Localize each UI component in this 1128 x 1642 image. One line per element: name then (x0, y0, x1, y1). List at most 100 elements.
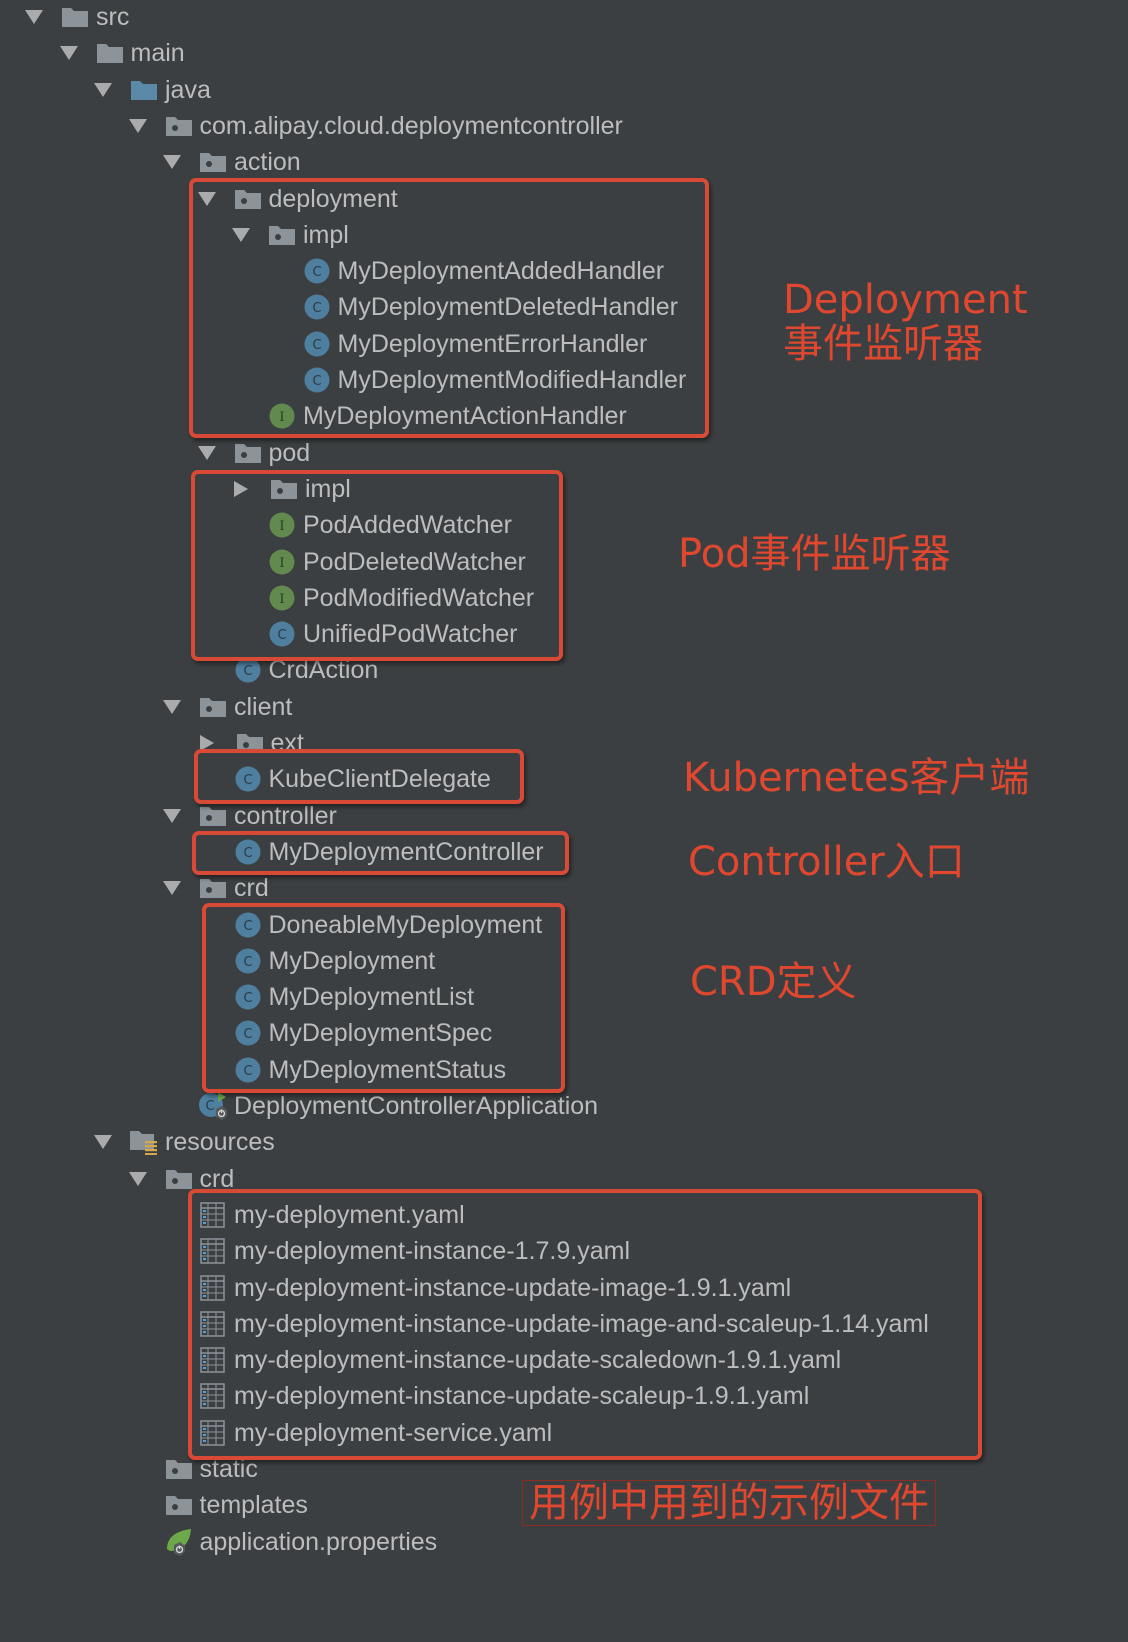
tree-item-label: resources (165, 1128, 275, 1157)
highlight-box-controller (192, 831, 569, 875)
tree-item-label: my-deployment-service.yaml (234, 1418, 553, 1447)
annotation-controller-entry: Controller入口 (688, 839, 965, 885)
svg-text:C: C (243, 955, 252, 970)
tree-item-label: MyDeploymentStatus (268, 1055, 507, 1084)
tree-item[interactable]: crd (162, 870, 269, 906)
tree-item[interactable]: main (59, 35, 185, 71)
tree-item-label: CrdAction (268, 656, 379, 685)
tree-item[interactable]: C DeploymentControllerApplication (162, 1088, 598, 1124)
tree-item-label: MyDeploymentList (268, 983, 475, 1012)
tree-item[interactable]: application.properties (128, 1524, 438, 1560)
tree-item[interactable]: my-deployment-instance-1.7.9.yaml (162, 1233, 630, 1269)
tree-item[interactable]: templates (128, 1487, 308, 1523)
class-icon: C (302, 367, 332, 393)
svg-text:I: I (279, 519, 284, 534)
svg-text:C: C (243, 1027, 252, 1042)
spring-boot-class-icon: C (198, 1092, 228, 1120)
highlight-box-crd (202, 903, 565, 1093)
package-icon (235, 731, 265, 755)
package-icon (164, 1493, 194, 1517)
tree-item-label: application.properties (199, 1527, 438, 1556)
package-icon (164, 1167, 194, 1191)
svg-text:I: I (279, 410, 284, 425)
class-icon: C (233, 984, 263, 1010)
annotation-crd-definition: CRD定义 (690, 959, 857, 1005)
expand-arrow-icon[interactable] (162, 808, 198, 824)
tree-item[interactable]: impl (231, 217, 349, 253)
expand-arrow-icon[interactable] (128, 118, 164, 134)
tree-item[interactable]: C MyDeploymentDeletedHandler (266, 289, 678, 325)
tree-item[interactable]: action (162, 144, 301, 180)
tree-item-label: src (96, 3, 130, 31)
tree-item-label: MyDeploymentErrorHandler (337, 329, 648, 358)
expand-arrow-icon[interactable] (162, 154, 198, 170)
svg-text:C: C (205, 1099, 214, 1114)
tree-item-label: my-deployment-instance-update-scaledown-… (234, 1346, 842, 1375)
annotation-pod-listener: Pod事件监听器 (678, 531, 951, 577)
tree-item-label: DeploymentControllerApplication (234, 1092, 599, 1120)
tree-item[interactable]: my-deployment-instance-update-image-and-… (162, 1306, 929, 1342)
tree-item[interactable]: my-deployment-instance-update-scaleup-1.… (162, 1378, 809, 1414)
tree-item[interactable]: my-deployment-instance-update-scaledown-… (162, 1342, 841, 1378)
highlight-box-pod (191, 470, 563, 661)
expand-arrow-icon[interactable] (231, 227, 267, 243)
tree-item[interactable]: my-deployment-service.yaml (162, 1415, 552, 1451)
expand-arrow-icon[interactable] (197, 445, 233, 461)
tree-item[interactable]: impl (231, 471, 351, 507)
class-icon: C (267, 621, 297, 647)
tree-item[interactable]: controller (162, 798, 337, 834)
expand-arrow-icon[interactable] (59, 45, 95, 61)
tree-item[interactable]: java (93, 72, 211, 108)
tree-item[interactable]: my-deployment-instance-update-image-1.9.… (162, 1270, 791, 1306)
tree-item[interactable]: client (162, 689, 292, 725)
tree-item-label: my-deployment-instance-update-image-and-… (234, 1309, 929, 1338)
expand-arrow-icon[interactable] (93, 1134, 129, 1150)
collapse-arrow-icon[interactable] (197, 734, 235, 752)
package-icon (269, 477, 299, 501)
expand-arrow-icon[interactable] (162, 880, 198, 896)
folder-icon (60, 5, 90, 29)
annotation-deployment-line2: 事件监听器 (783, 321, 983, 367)
tree-item[interactable]: pod (197, 435, 310, 471)
tree-item-label: MyDeploymentDeletedHandler (337, 293, 678, 322)
tree-item[interactable]: crd (128, 1161, 235, 1197)
yaml-file-icon (198, 1347, 228, 1373)
expand-arrow-icon[interactable] (128, 1171, 164, 1187)
tree-item-label: crd (199, 1164, 235, 1193)
tree-item-label: deployment (268, 184, 398, 213)
tree-item-label: crd (234, 874, 269, 903)
tree-item[interactable]: src (24, 0, 129, 35)
expand-arrow-icon[interactable] (93, 82, 129, 98)
tree-item[interactable]: deployment (197, 181, 398, 217)
tree-item-label: MyDeploymentController (268, 837, 544, 866)
class-icon: C (233, 912, 263, 937)
expand-arrow-icon[interactable] (24, 9, 60, 25)
tree-item[interactable]: resources (93, 1124, 275, 1160)
tree-item[interactable]: my-deployment.yaml (162, 1197, 465, 1233)
svg-text:C: C (277, 628, 286, 643)
tree-item[interactable]: com.alipay.cloud.deploymentcontroller (128, 108, 623, 144)
resources-folder-icon (129, 1130, 159, 1156)
expand-arrow-icon[interactable] (197, 191, 233, 207)
expand-arrow-icon[interactable] (162, 699, 198, 715)
svg-text:C: C (312, 301, 321, 316)
spring-properties-icon (164, 1528, 194, 1556)
collapse-arrow-icon[interactable] (231, 480, 269, 498)
tree-item-label: main (130, 39, 185, 68)
